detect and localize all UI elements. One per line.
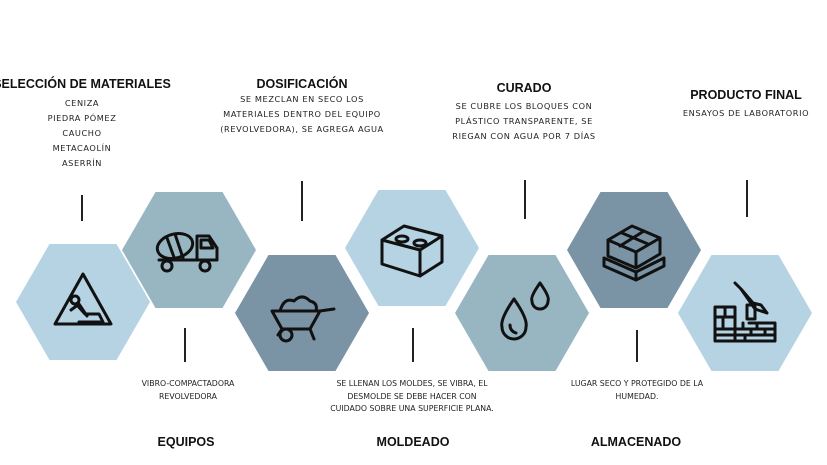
desc-line: SE CUBRE LOS BLOQUES CON xyxy=(455,101,593,111)
step-desc-equipos: VIBRO-COMPACTADORA REVOLVEDORA xyxy=(142,378,235,403)
step-desc-dosificacion: SE MEZCLAN EN SECO LOS MATERIALES DENTRO… xyxy=(220,92,383,137)
concrete-mixer-truck-icon xyxy=(155,232,219,273)
desc-line: LUGAR SECO Y PROTEGIDO DE LA xyxy=(570,379,704,388)
step-hexagon xyxy=(235,255,369,371)
desc-line: SE MEZCLAN EN SECO LOS xyxy=(240,94,364,104)
water-drops-icon xyxy=(500,281,550,341)
step-desc-seleccion: CENIZA PIEDRA PÓMEZ CAUCHO METACAOLÍN AS… xyxy=(48,96,117,171)
desc-line: DESMOLDE SE DEBE HACER CON xyxy=(347,391,477,401)
step-desc-producto-final: ENSAYOS DE LABORATORIO xyxy=(683,106,809,121)
desc-line: VIBRO-COMPACTADORA xyxy=(141,379,235,388)
desc-line: REVOLVEDORA xyxy=(158,391,218,401)
desc-line: PIEDRA PÓMEZ xyxy=(47,113,117,123)
step-title-seleccion: SELECCIÓN DE MATERIALES xyxy=(0,77,171,91)
step-hexagon xyxy=(16,244,150,360)
construction-warning-icon xyxy=(53,272,113,326)
step-hexagon xyxy=(678,255,812,371)
desc-line: ASERRÍN xyxy=(61,158,103,168)
concrete-block-icon xyxy=(380,224,444,278)
desc-line: CAUCHO xyxy=(62,128,102,138)
desc-line: ENSAYOS DE LABORATORIO xyxy=(682,108,810,118)
desc-line: CENIZA xyxy=(64,98,100,108)
desc-line: PLÁSTICO TRANSPARENTE, SE xyxy=(455,116,593,126)
desc-line: (REVOLVEDORA), SE AGREGA AGUA xyxy=(220,124,384,134)
step-desc-curado: SE CUBRE LOS BLOQUES CON PLÁSTICO TRANSP… xyxy=(452,99,595,144)
desc-line: MATERIALES DENTRO DEL EQUIPO xyxy=(223,109,381,119)
brick-wall-trowel-icon xyxy=(713,281,777,343)
step-title-almacenado: ALMACENADO xyxy=(590,435,682,449)
step-desc-moldeado: SE LLENAN LOS MOLDES, SE VIBRA, EL DESMO… xyxy=(330,378,494,416)
step-desc-almacenado: LUGAR SECO Y PROTEGIDO DE LA HUMEDAD. xyxy=(571,378,703,403)
desc-line: RIEGAN CON AGUA POR 7 DÍAS xyxy=(452,131,596,141)
desc-line: SE LLENAN LOS MOLDES, SE VIBRA, EL xyxy=(336,379,488,388)
step-title-curado: CURADO xyxy=(496,81,552,95)
step-title-equipos: EQUIPOS xyxy=(157,435,215,449)
desc-line: METACAOLÍN xyxy=(52,143,112,153)
step-title-producto-final: PRODUCTO FINAL xyxy=(690,88,802,102)
wheelbarrow-icon xyxy=(270,295,336,343)
pallet-blocks-icon xyxy=(602,224,666,282)
step-title-dosificacion: DOSIFICACIÓN xyxy=(256,77,348,91)
desc-line: HUMEDAD. xyxy=(615,391,659,401)
step-title-moldeado: MOLDEADO xyxy=(376,435,450,449)
desc-line: CUIDADO SOBRE UNA SUPERFICIE PLANA. xyxy=(330,404,494,413)
